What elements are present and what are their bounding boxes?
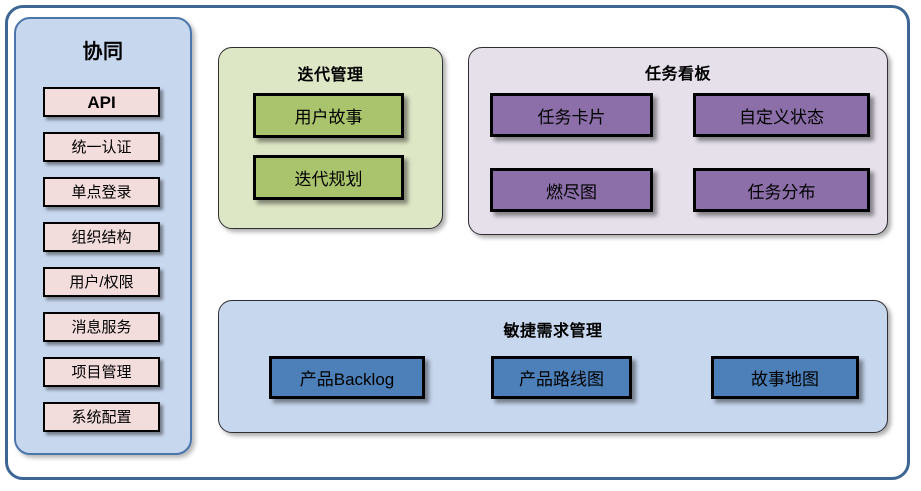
group-panel-agile-requirement-management[interactable]: 敏捷需求管理 产品Backlog 产品路线图 故事地图 <box>218 300 888 433</box>
group-title-task-board: 任务看板 <box>644 66 711 83</box>
sidebar-item-unified-auth[interactable]: 统一认证 <box>43 132 160 162</box>
sidebar-item-api[interactable]: API <box>43 87 160 117</box>
sidebar-item-message-service[interactable]: 消息服务 <box>43 312 160 342</box>
sidebar-item-org-structure[interactable]: 组织结构 <box>43 222 160 252</box>
group-item-iteration-planning[interactable]: 迭代规划 <box>253 155 404 200</box>
group-item-task-distribution[interactable]: 任务分布 <box>693 168 870 212</box>
group-item-product-roadmap[interactable]: 产品路线图 <box>491 356 632 399</box>
group-panel-iteration-management[interactable]: 迭代管理 用户故事 迭代规划 <box>218 47 443 229</box>
sidebar-item-single-sign-on[interactable]: 单点登录 <box>43 177 160 207</box>
group-item-user-story[interactable]: 用户故事 <box>253 93 404 138</box>
sidebar-title: 协同 <box>82 41 124 63</box>
group-title-iteration-management: 迭代管理 <box>297 67 364 84</box>
sidebar-item-project-management[interactable]: 项目管理 <box>43 357 160 387</box>
group-item-custom-status[interactable]: 自定义状态 <box>693 93 870 137</box>
sidebar-panel-collaboration[interactable]: 协同 API 统一认证 单点登录 组织结构 用户/权限 消息服务 项目管理 系统… <box>14 17 192 455</box>
group-item-story-map[interactable]: 故事地图 <box>711 356 859 399</box>
group-item-product-backlog[interactable]: 产品Backlog <box>269 356 425 399</box>
sidebar-item-system-config[interactable]: 系统配置 <box>43 402 160 432</box>
group-panel-task-board[interactable]: 任务看板 任务卡片 自定义状态 燃尽图 任务分布 <box>468 47 888 235</box>
group-item-task-card[interactable]: 任务卡片 <box>490 93 653 137</box>
group-title-agile-requirement-management: 敏捷需求管理 <box>503 323 603 340</box>
sidebar-item-user-permission[interactable]: 用户/权限 <box>43 267 160 297</box>
group-item-product-backlog-label: 产品Backlog <box>299 370 395 389</box>
group-item-burndown-chart[interactable]: 燃尽图 <box>490 168 653 212</box>
